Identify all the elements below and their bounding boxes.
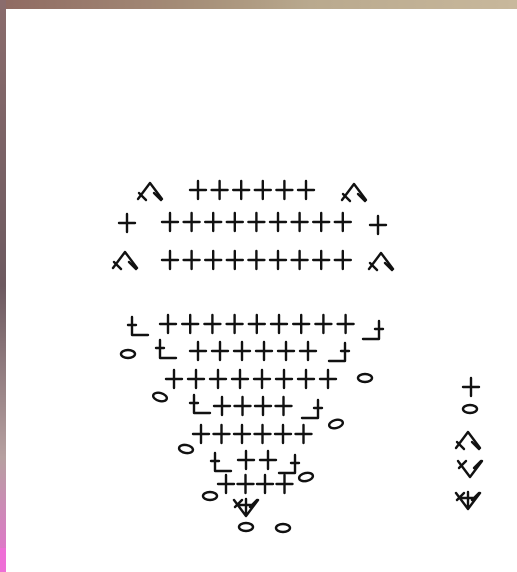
turning-stitch-icon — [211, 453, 231, 471]
sc-stitch-icon — [232, 370, 248, 388]
sc-stitch-icon — [119, 214, 135, 232]
sc2tog-stitch-icon — [342, 184, 366, 201]
sc-stitch-icon — [300, 342, 316, 360]
sc-stitch-icon — [293, 315, 309, 333]
sc2tog-stitch-icon — [369, 253, 393, 270]
sc-stitch-icon — [276, 397, 292, 415]
sc-stitch-icon — [292, 251, 308, 269]
sc-stitch-icon — [256, 342, 272, 360]
sc-stitch-icon — [320, 370, 336, 388]
sc-stitch-icon — [212, 342, 228, 360]
sc-stitch-icon — [296, 425, 312, 443]
sc-stitch-icon — [292, 213, 308, 231]
chain-stitch-icon — [358, 374, 372, 382]
sc-stitch-icon — [205, 213, 221, 231]
chain-stitch-icon — [276, 524, 290, 532]
chain-stitch-icon — [121, 350, 135, 358]
sc-stitch-icon — [335, 213, 351, 231]
sc-stitch-icon — [234, 342, 250, 360]
sc-stitch-icon — [238, 475, 254, 493]
sc-stitch-icon — [238, 451, 254, 469]
sc-stitch-icon — [275, 425, 291, 443]
sc-stitch-icon — [257, 475, 273, 493]
turning-stitch-icon — [156, 340, 176, 358]
sc-stitch-icon — [160, 315, 176, 333]
sc-stitch-icon — [335, 251, 351, 269]
sc-stitch-icon — [298, 370, 314, 388]
sc-stitch-icon — [188, 370, 204, 388]
sc-stitch-icon — [234, 425, 250, 443]
chain-stitch-icon — [298, 472, 313, 483]
sc-stitch-icon — [370, 216, 386, 234]
sc-stitch-icon — [255, 181, 271, 199]
sc-stitch-icon — [270, 251, 286, 269]
sc-stitch-icon — [227, 251, 243, 269]
sc-stitch-icon — [235, 397, 251, 415]
sc-stitch-icon — [254, 370, 270, 388]
sc-stitch-icon — [276, 181, 292, 199]
sc-stitch-icon — [233, 181, 249, 199]
sc-stitch-icon — [190, 342, 206, 360]
sc-stitch-icon — [313, 251, 329, 269]
sc-stitch-icon — [184, 213, 200, 231]
sc-stitch-icon — [313, 213, 329, 231]
turning-stitch-icon — [279, 455, 299, 473]
sc-stitch-icon — [205, 251, 221, 269]
sc-stitch-icon — [182, 315, 198, 333]
sc-stitch-icon — [277, 475, 293, 493]
sc-stitch-icon — [270, 213, 286, 231]
sc-stitch-icon — [255, 397, 271, 415]
chain-stitch-icon — [152, 391, 168, 402]
sc-stitch-icon — [271, 315, 287, 333]
turning-stitch-icon — [190, 395, 210, 413]
sc-stitch-icon — [227, 213, 243, 231]
sc-stitch-icon — [190, 181, 206, 199]
chain-stitch-icon — [328, 418, 344, 429]
sc-stitch-icon — [248, 213, 264, 231]
sc3-increase-stitch-icon — [456, 492, 480, 509]
sc-stitch-icon — [298, 181, 314, 199]
chain-stitch-icon — [178, 444, 193, 454]
chain-stitch-icon — [463, 405, 477, 413]
sc2tog-stitch-icon — [138, 183, 162, 200]
sc-stitch-icon — [278, 342, 294, 360]
sc-stitch-icon — [214, 425, 230, 443]
sc-stitch-icon — [162, 213, 178, 231]
chain-stitch-icon — [239, 523, 253, 531]
turning-stitch-icon — [329, 343, 349, 361]
turning-stitch-icon — [128, 317, 148, 335]
sc-stitch-icon — [249, 315, 265, 333]
sc-stitch-icon — [218, 475, 234, 493]
sc-stitch-icon — [248, 251, 264, 269]
sc-stitch-icon — [162, 251, 178, 269]
sc-stitch-icon — [214, 397, 230, 415]
sc-stitch-icon — [255, 425, 271, 443]
sc-stitch-icon — [193, 425, 209, 443]
sc-stitch-icon — [210, 370, 226, 388]
turning-stitch-icon — [302, 400, 322, 418]
sc-stitch-icon — [315, 315, 331, 333]
sc-stitch-icon — [276, 370, 292, 388]
sc-stitch-icon — [166, 370, 182, 388]
sc-stitch-icon — [184, 251, 200, 269]
sc-stitch-icon — [463, 378, 479, 396]
sc-stitch-icon — [204, 315, 220, 333]
sc-stitch-icon — [260, 451, 276, 469]
sc-stitch-icon — [227, 315, 243, 333]
chain-stitch-icon — [203, 492, 217, 500]
sc3-increase-stitch-icon — [234, 499, 258, 516]
sc2tog-stitch-icon — [113, 252, 137, 269]
sc2tog-stitch-icon — [456, 432, 480, 449]
sc-stitch-icon — [212, 181, 228, 199]
sc-increase-stitch-icon — [458, 461, 482, 477]
turning-stitch-icon — [363, 321, 383, 339]
sc-stitch-icon — [338, 315, 354, 333]
